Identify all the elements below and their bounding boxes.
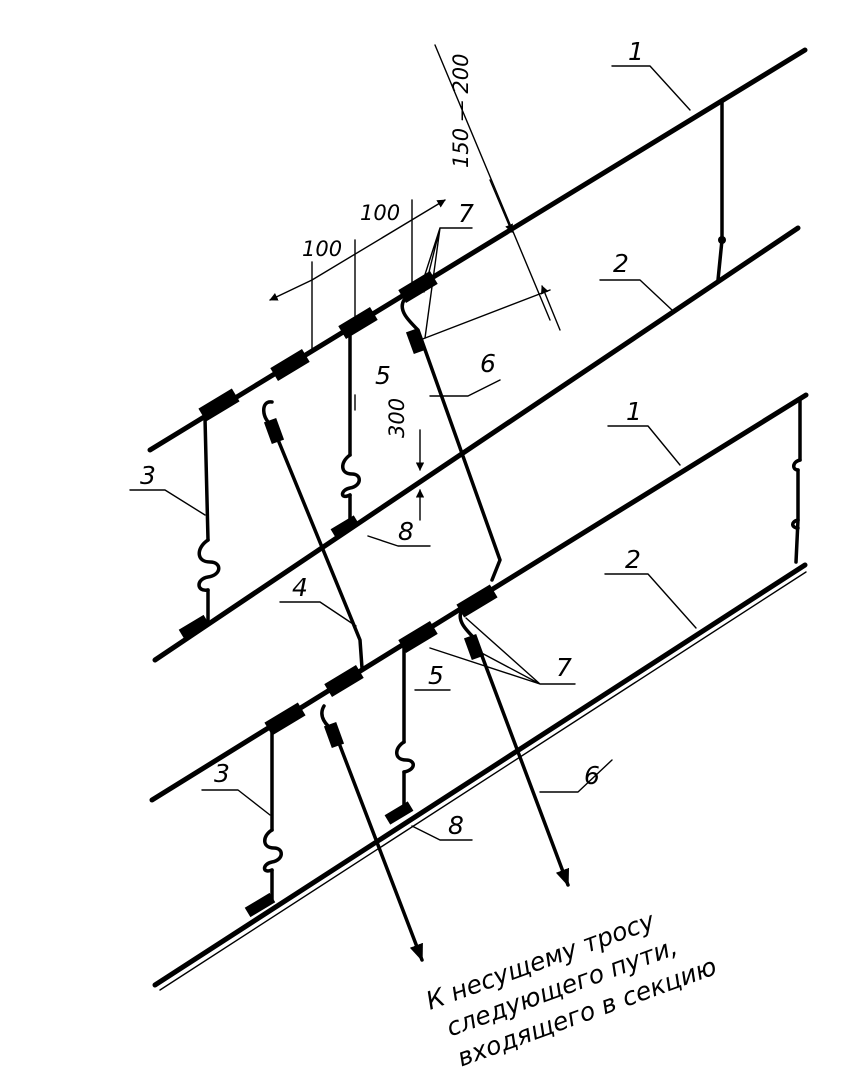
label-7-lower: 7 [556, 653, 572, 682]
dim-label-150-200: 150 — 200 [449, 53, 473, 168]
contact-clamp-8 [244, 892, 276, 918]
leader-4 [279, 601, 357, 627]
label-1-upper: 1 [628, 37, 644, 66]
label-8-upper: 8 [398, 517, 414, 546]
label-5-upper: 5 [375, 361, 391, 390]
leader-1-lower [607, 425, 681, 466]
leader-1-upper [611, 65, 691, 111]
contact-clamp-8 [384, 801, 414, 825]
dim-150-200-line [434, 44, 551, 321]
label-5-lower: 5 [428, 661, 444, 690]
leader-2-lower [604, 573, 697, 629]
spiral-coil [340, 453, 361, 499]
spiral-coil [262, 828, 283, 873]
leader-8-upper [367, 535, 431, 547]
clamp-7 [263, 417, 285, 445]
clamp-7 [323, 721, 345, 749]
contact-clamp-8 [330, 515, 360, 539]
dropper-lower-right [794, 398, 802, 564]
clamp-7 [463, 633, 485, 661]
clamp-7 [456, 584, 498, 618]
contact-wire-upper [152, 225, 801, 663]
label-3-upper: 3 [140, 461, 156, 490]
dim-label-100a: 100 [302, 237, 342, 261]
clamp-7 [338, 307, 378, 339]
leader-2-upper [599, 279, 673, 311]
leader-6-lower [539, 759, 613, 793]
clamp-7 [324, 665, 364, 697]
dim-150-200-arrow [540, 285, 561, 331]
label-6-lower: 6 [584, 761, 600, 790]
label-4: 4 [292, 573, 308, 602]
dropper-loop [718, 236, 726, 244]
messenger-wire-upper [147, 47, 808, 453]
dim-100-line [311, 199, 446, 281]
label-7-upper: 7 [458, 199, 474, 228]
clamp-7 [405, 327, 427, 355]
label-2-upper: 2 [613, 249, 629, 278]
leader-8-lower [411, 825, 473, 841]
clamp-7 [270, 349, 310, 381]
dim-150-200-ext [419, 289, 551, 341]
label-6-upper: 6 [480, 349, 496, 378]
leader-7-lower [429, 617, 576, 685]
dropper-upper-right [716, 98, 724, 282]
spiral-coil [395, 740, 415, 774]
label-1-lower: 1 [626, 397, 642, 426]
clamp-7 [264, 702, 306, 736]
dim-label-100b: 100 [360, 201, 400, 225]
clamp-7 [198, 388, 240, 422]
leader-6-upper [429, 379, 501, 397]
contact-wire-lower-edge [159, 571, 807, 991]
spiral-coil [197, 538, 221, 592]
label-2-lower: 2 [625, 545, 641, 574]
label-8-lower: 8 [448, 811, 464, 840]
contact-wire-lower [152, 562, 808, 988]
dropper-hook [791, 458, 802, 530]
dim-label-300: 300 [385, 398, 409, 438]
contact-clamp-8 [178, 614, 210, 640]
leader-7-upper [419, 227, 473, 339]
dim-100-line [269, 279, 313, 301]
destination-note: К несущему тросу следующего пути, входящ… [422, 906, 720, 1073]
connector-4 [262, 400, 364, 670]
leader-3-upper [129, 489, 206, 516]
leader-3-lower [201, 789, 271, 816]
dim-150-200-arrow [489, 179, 513, 233]
dropper-3-upper [203, 416, 210, 622]
label-3-lower: 3 [214, 759, 230, 788]
